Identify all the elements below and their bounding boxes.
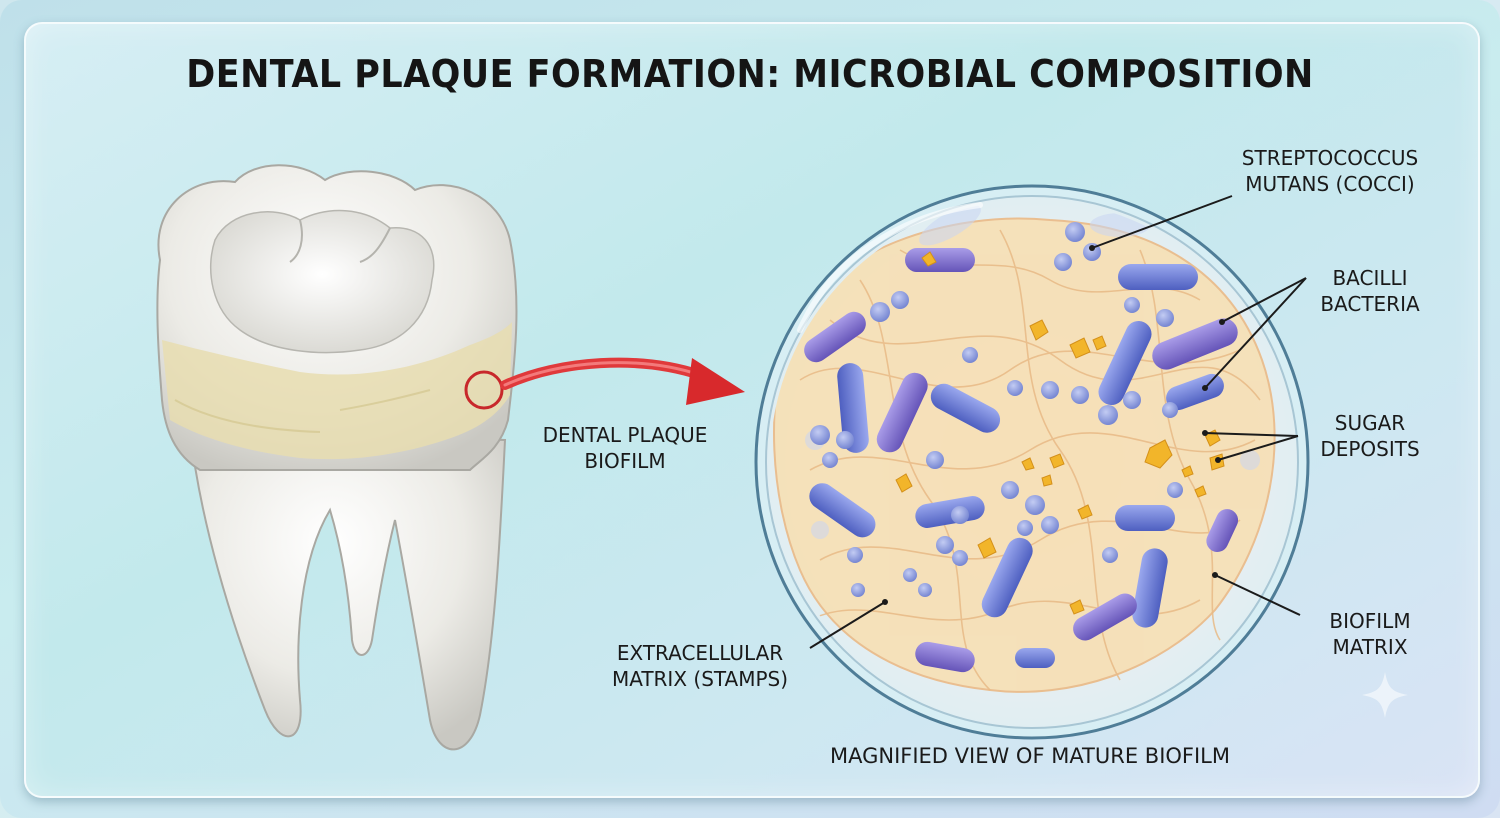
- label-extracellular-matrix: EXTRACELLULAR MATRIX (STAMPS): [611, 641, 789, 691]
- molar-tooth-illustration: [156, 164, 518, 751]
- magnified-biofilm-view: [754, 184, 1310, 740]
- label-bacilli-bacteria: BACILLI BACTERIA: [1320, 266, 1420, 316]
- sparkle-icon: [1362, 672, 1408, 718]
- callout-lines: [809, 195, 1307, 649]
- bacilli-cells: [804, 248, 1239, 673]
- caption-magnified-view: MAGNIFIED VIEW OF MATURE BIOFILM: [829, 744, 1231, 768]
- sugar-crystals: [895, 251, 1225, 615]
- label-streptococcus-mutans: STREPTOCOCCUS MUTANS (COCCI): [1241, 146, 1419, 196]
- label-dental-plaque-biofilm: DENTAL PLAQUE BIOFILM: [542, 423, 708, 473]
- cocci-cells: [810, 222, 1183, 597]
- magnify-arrow: [500, 357, 745, 405]
- label-sugar-deposits: SUGAR DEPOSITS: [1320, 411, 1420, 461]
- label-biofilm-matrix: BIOFILM MATRIX: [1329, 609, 1411, 659]
- diagram-title: DENTAL PLAQUE FORMATION: MICROBIAL COMPO…: [186, 52, 1314, 96]
